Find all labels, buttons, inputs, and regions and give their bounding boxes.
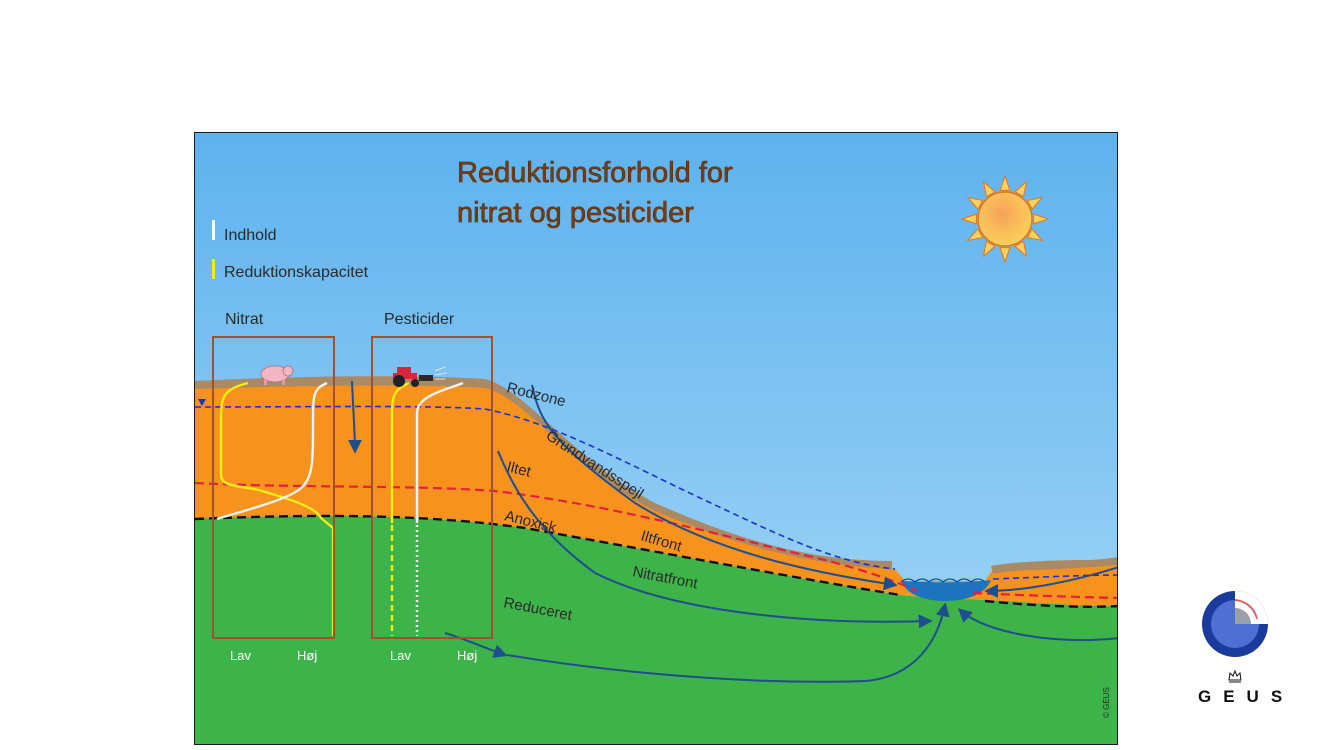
nitrate-panel-title: Nitrat (225, 311, 264, 328)
pesticide-panel-title: Pesticider (384, 311, 455, 328)
copyright-label: © GEUS (1102, 687, 1111, 718)
flow-arrow (444, 632, 508, 658)
flow-arrow (347, 380, 362, 454)
legend-swatch-content (212, 220, 215, 240)
title-line-1: Reduktionsforhold for (457, 157, 733, 189)
reduced-zone (195, 515, 1117, 744)
pig-icon (260, 365, 294, 385)
sun-ray (982, 180, 996, 198)
water-table-line (195, 405, 1117, 580)
tractor-icon (393, 366, 448, 387)
title-line-2: nitrat og pesticider (457, 197, 694, 229)
pesticide-content-curve (415, 381, 464, 523)
pesticide-panel-frame (371, 336, 493, 639)
geus-logo: GEUS (1188, 588, 1284, 718)
sun-ray (982, 240, 996, 258)
groundwater-diagram: Reduktionsforhold for nitrat og pesticid… (194, 132, 1118, 745)
pesticide-low-label: Lav (390, 648, 411, 663)
legend-swatch-capacity (212, 259, 215, 279)
sun-ray (966, 228, 984, 242)
sun-ray (1026, 228, 1044, 242)
nitrate-front-line (195, 514, 1117, 608)
sun-ray (960, 213, 977, 225)
nitrate-panel-frame (212, 336, 335, 639)
flow-arrow (497, 450, 933, 629)
legend-label-content: Indhold (224, 227, 277, 244)
water-table-marker-icon (198, 399, 206, 406)
nitrate-high-label: Høj (297, 648, 317, 663)
sun-ray (999, 174, 1011, 191)
sun-ray (1014, 180, 1028, 198)
geus-logo-text: GEUS (1198, 687, 1295, 706)
crown-icon (1228, 669, 1242, 683)
flow-arrows (347, 380, 1117, 683)
nitrate-low-label: Lav (230, 648, 251, 663)
pesticide-panel (371, 336, 493, 639)
flow-arrow (984, 566, 1117, 598)
flow-arrow (957, 608, 1117, 641)
nitrate-content-curve (216, 381, 328, 521)
sun-ray (999, 247, 1011, 264)
water-ripples (900, 578, 986, 583)
flow-arrow (531, 384, 898, 591)
legend-label-capacity: Reduktionskapacitet (224, 264, 369, 281)
sun-icon (960, 174, 1050, 264)
sun-ray (966, 196, 984, 210)
oxic-zone (195, 382, 1117, 606)
stream-water (901, 580, 991, 601)
sun-ray (1014, 240, 1028, 258)
legend: Indhold Reduktionskapacitet (212, 220, 369, 281)
geus-logo-icon (1202, 591, 1268, 683)
oxic-label: Iltet (505, 458, 533, 481)
sun-ray (1033, 213, 1050, 225)
pesticide-capacity-curve (390, 381, 410, 523)
flow-arrow (506, 602, 950, 683)
pesticide-high-label: Høj (457, 648, 477, 663)
sun-ray (1026, 196, 1044, 210)
nitrate-panel (212, 336, 335, 639)
